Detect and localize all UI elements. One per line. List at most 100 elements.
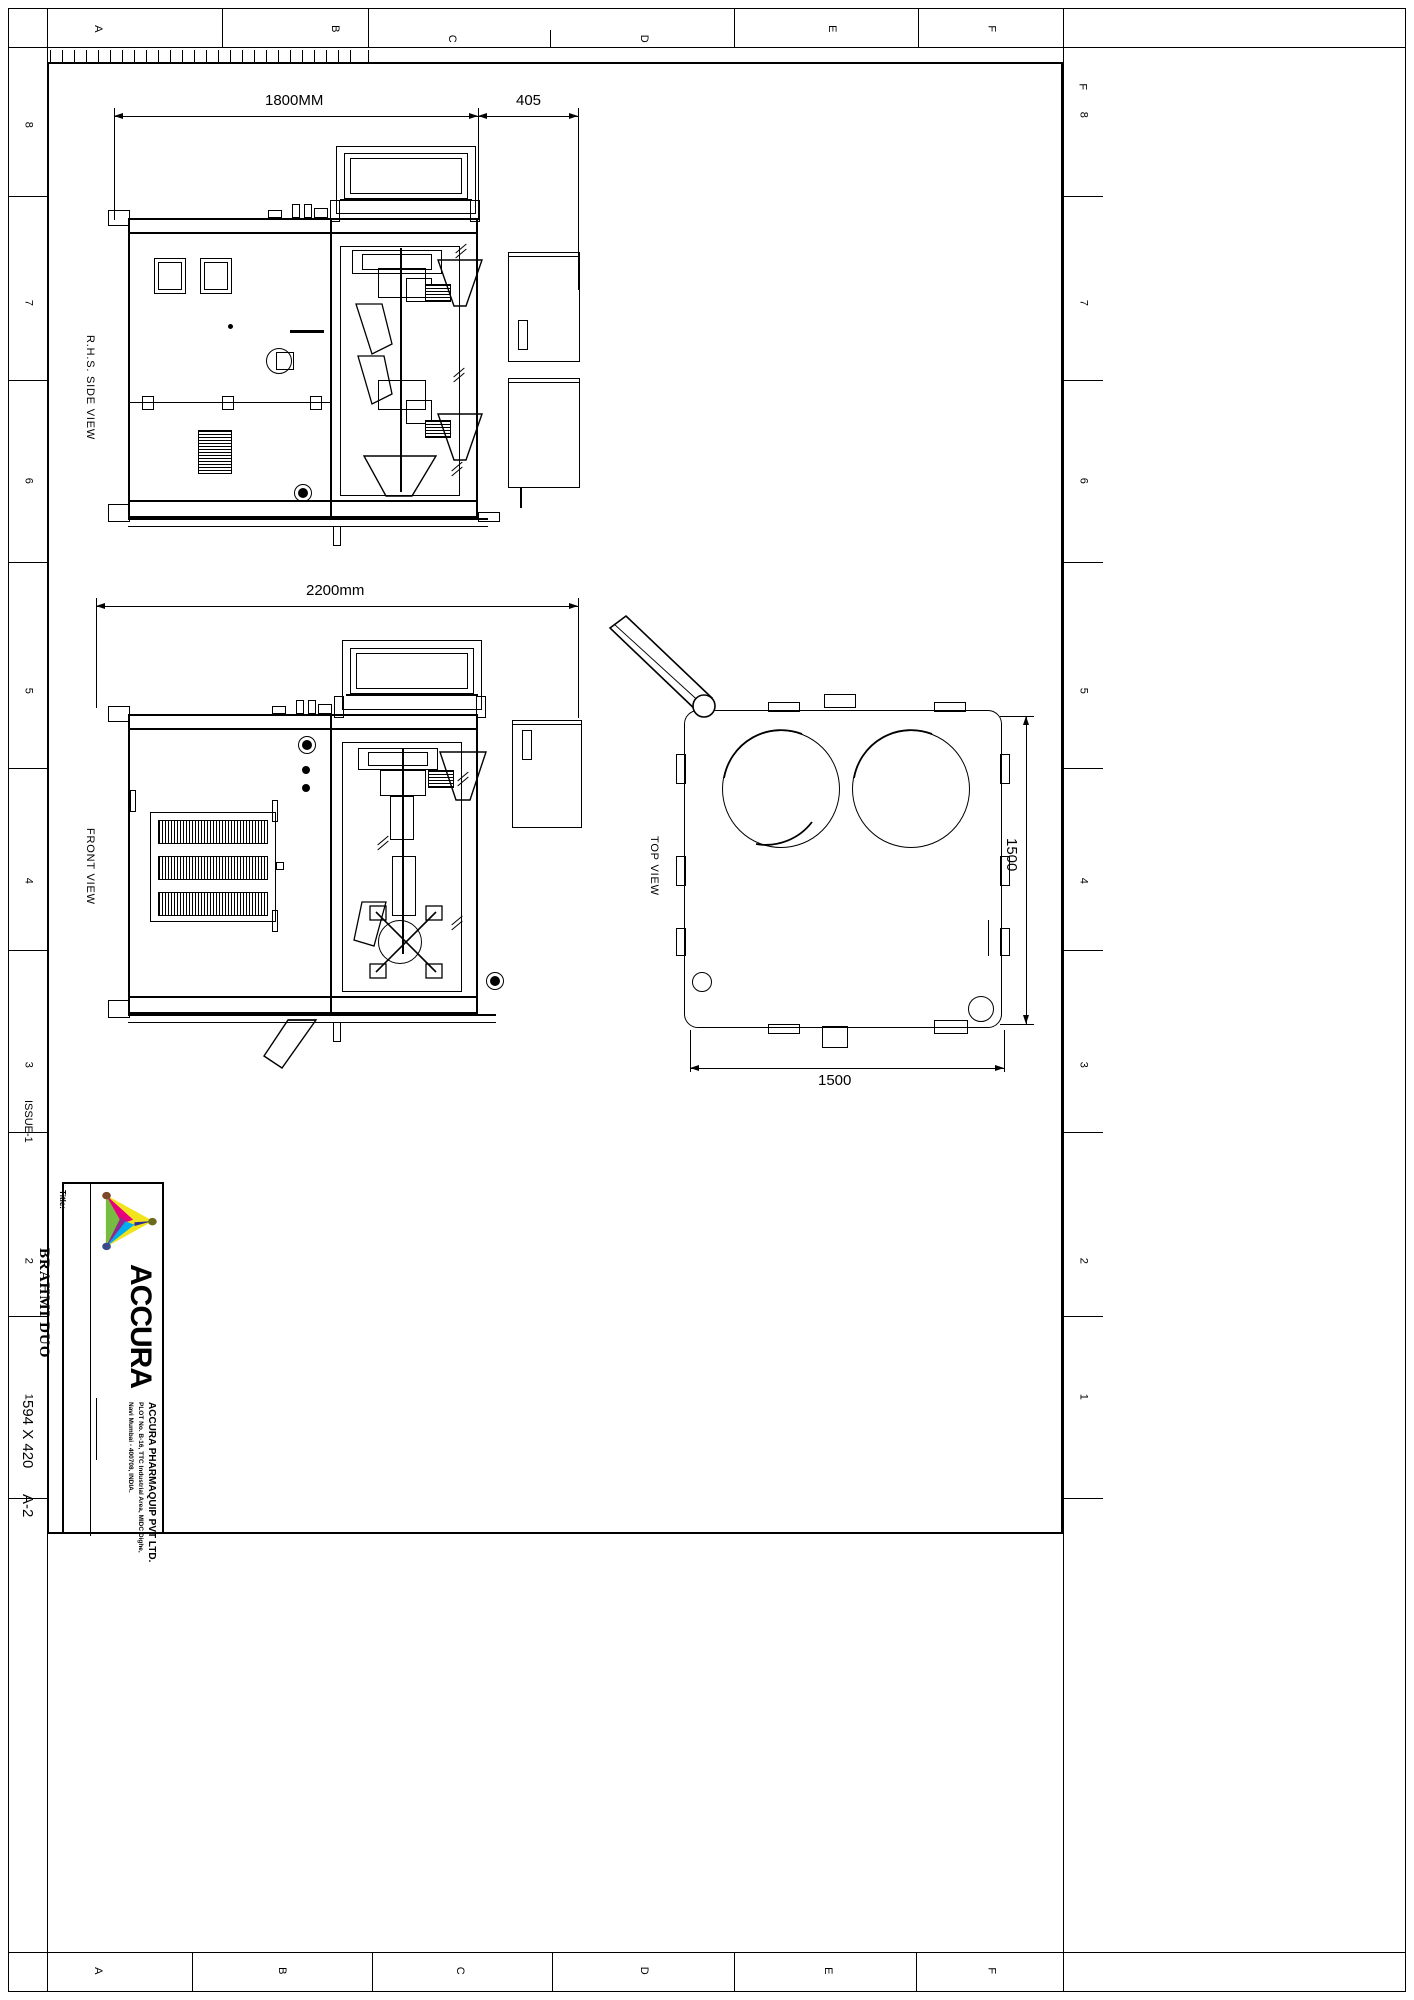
top-bracket-top-1 — [768, 702, 800, 712]
dim-ext-right — [578, 108, 579, 290]
front-base-rail — [128, 1014, 496, 1016]
front-top-fitting-b — [296, 700, 304, 714]
discharge-lower-leg — [520, 488, 522, 508]
top-small-port — [692, 972, 712, 992]
zone-letter-text: F — [985, 25, 998, 33]
top-bracket-left-3 — [676, 928, 686, 956]
front-chute-left — [353, 901, 387, 947]
front-top-fitting-c — [308, 700, 316, 714]
top-view-lever-arm — [608, 614, 716, 718]
zone-number-text: 2 — [1077, 1257, 1089, 1265]
dim-line-405 — [478, 116, 578, 117]
zone-number-text: 5 — [1077, 687, 1089, 695]
zone-sep-right-5 — [1063, 950, 1103, 951]
hmi-stand — [340, 199, 472, 201]
front-turret-upper-2 — [368, 752, 428, 766]
zone-sep-right-7 — [1063, 1316, 1103, 1317]
border-rail-right — [1063, 8, 1064, 1992]
hopper-funnel-upper — [437, 259, 483, 307]
top-bracket-right-1 — [1000, 754, 1010, 784]
zone-letter-text: E — [822, 1967, 834, 1975]
drawing-title: BRAHMI DUO — [36, 1248, 52, 1359]
zone-number-text: 1 — [1077, 1393, 1089, 1401]
zone-number-text: 8 — [22, 121, 34, 129]
front-turret-axis — [402, 748, 404, 954]
hmi-monitor-outer — [336, 146, 476, 214]
top-dim-arrow-left — [690, 1065, 699, 1071]
zone-letter-B-top: B — [315, 14, 355, 44]
zone-sep-top-3 — [550, 30, 551, 48]
front-dim-text: 2200mm — [306, 582, 365, 599]
zone-number-text: 5 — [22, 687, 34, 695]
top-dim-ext-right-h — [1004, 1030, 1005, 1072]
zone-letter-D-top: D — [624, 24, 664, 54]
zone-number-text: 3 — [1077, 1061, 1089, 1069]
zone-number-text: 3 — [22, 1061, 34, 1069]
zone-number-3-left: 3 — [8, 1050, 48, 1080]
top-dim-ext-left-h — [690, 1030, 691, 1072]
sheet-size-label: 594 X 420 — [19, 1400, 36, 1469]
front-dim-ext-right — [578, 598, 579, 718]
top-edge-detail-1 — [988, 920, 989, 956]
top-dim-arrow-right — [995, 1065, 1004, 1071]
company-address-2: Navi Mumbai - 400708, INDIA. — [127, 1402, 134, 1493]
zone-letter-text: F — [985, 1967, 998, 1975]
border-rail-top — [8, 8, 1406, 48]
feeder-box-mid — [378, 380, 426, 410]
zone-letter-C-bottom: C — [440, 1956, 480, 1986]
front-view-label: FRONT VIEW — [84, 828, 96, 905]
bottom-round-fitting — [294, 484, 312, 502]
front-body-top-trim — [128, 728, 478, 730]
front-hmi-stand-left — [334, 696, 344, 718]
front-feeder-box — [380, 770, 426, 796]
cabinet-window-2 — [200, 258, 232, 294]
mid-bracket-left — [142, 396, 154, 410]
base-stub-right — [478, 512, 500, 522]
zone-letter-A-top: A — [78, 14, 118, 44]
front-discharge-chute — [263, 1019, 318, 1069]
front-turret-housing — [342, 742, 462, 992]
front-base-rail-2 — [128, 1022, 496, 1023]
zone-sep-left-2 — [8, 380, 48, 381]
discharge-cabinet-upper — [508, 252, 580, 362]
hmi-stand-right — [470, 200, 480, 222]
zone-number-1-right: 1 — [1063, 1382, 1103, 1412]
discharge-cab-upper-slot — [518, 320, 528, 350]
dim-arrow-405-left — [478, 113, 487, 119]
zone-sep-bot-4 — [734, 1952, 735, 1992]
zone-sep-right-3 — [1063, 562, 1103, 563]
zone-number-3-right: 3 — [1063, 1050, 1103, 1080]
top-dim-line-horizontal — [690, 1068, 1004, 1069]
top-bracket-right-3 — [1000, 928, 1010, 956]
zone-number-5-left: 5 — [8, 676, 48, 706]
zone-number-text: 6 — [22, 477, 34, 485]
title-block-rule — [96, 1398, 97, 1460]
zone-sep-top-4 — [734, 8, 735, 48]
zone-number-7-left: 7 — [8, 288, 48, 318]
front-top-fitting-a — [272, 706, 286, 714]
chute-upper — [355, 303, 393, 355]
mid-rail-line — [130, 402, 330, 403]
front-discharge-cabinet — [512, 720, 582, 828]
zone-sep-left-1 — [8, 196, 48, 197]
zone-letter-text: C — [453, 1966, 466, 1976]
front-foot-left-bottom — [108, 1000, 130, 1018]
zone-sep-right-1 — [1063, 196, 1103, 197]
hopper-funnel-lower — [437, 413, 483, 461]
zone-letter-D-bottom: D — [624, 1956, 664, 1986]
zone-letter-text: D — [637, 34, 650, 44]
front-dim-arrow-left — [96, 603, 105, 609]
front-hmi-screen — [356, 653, 468, 689]
top-bracket-top-3 — [934, 702, 966, 712]
turret-bottom-cone — [362, 455, 438, 497]
front-door-latch — [276, 862, 284, 870]
zone-sep-bot-1 — [192, 1952, 193, 1992]
handle-bar — [290, 330, 324, 333]
zone-letter-E-bottom: E — [808, 1956, 848, 1986]
front-control-knob-inner — [302, 740, 312, 750]
zone-sep-right-8 — [1063, 1498, 1103, 1499]
zone-number-text: 2 — [22, 1257, 34, 1265]
cabinet-window-1-inner — [158, 262, 182, 290]
front-body-divider — [330, 714, 332, 1014]
accura-wordmark: ACCURA — [97, 1262, 159, 1394]
